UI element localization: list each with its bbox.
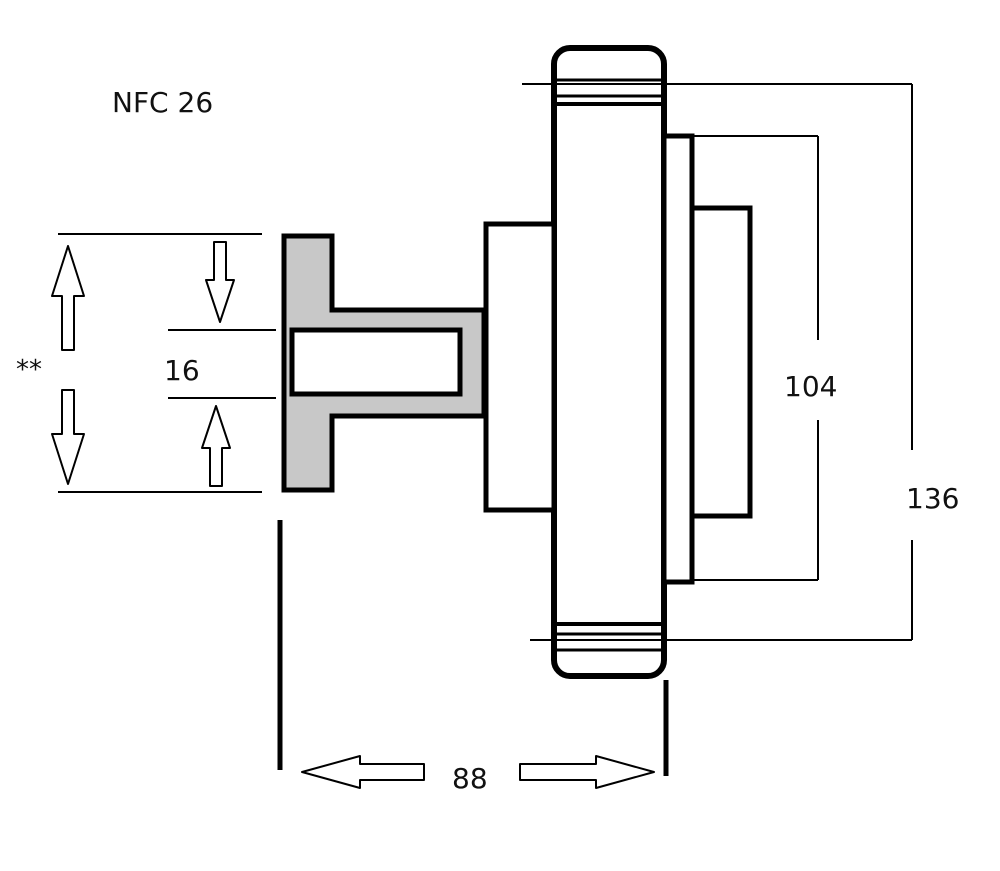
pulley-body	[551, 45, 667, 679]
overall-length-label: 88	[452, 762, 488, 795]
hub	[483, 221, 557, 513]
arrow-down-icon	[51, 389, 85, 485]
pulley-diameter-label: 136	[906, 482, 959, 515]
rear-boss	[689, 205, 753, 519]
flange-plate	[661, 133, 695, 585]
shaft-width-label: 16	[164, 354, 200, 387]
arrow-down-icon	[205, 241, 235, 323]
flange-height-label: 104	[784, 370, 837, 403]
arrow-up-icon	[201, 405, 231, 487]
arrow-up-icon	[51, 245, 85, 351]
bore-note-label: **	[16, 355, 42, 385]
model-label: NFC 26	[112, 86, 213, 119]
arrow-right-icon	[519, 755, 655, 789]
arrow-left-icon	[301, 755, 425, 789]
shaft-bore	[289, 327, 463, 397]
